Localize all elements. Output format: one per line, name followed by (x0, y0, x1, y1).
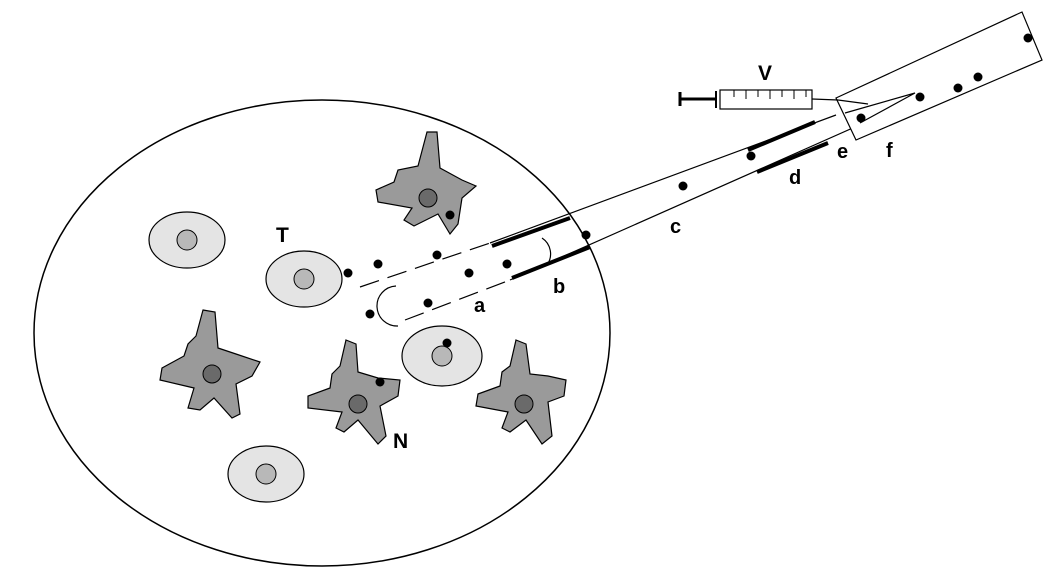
label-b: b (553, 276, 565, 298)
particle (343, 268, 353, 278)
particle (1023, 33, 1033, 43)
particle (445, 210, 455, 220)
particle (373, 259, 383, 269)
label-d: d (789, 167, 801, 189)
segment-d-upper (747, 120, 816, 152)
cell-t-2 (265, 250, 343, 308)
probe-dashed-lower (404, 279, 511, 321)
label-a: a (474, 295, 486, 317)
label-e: e (837, 141, 848, 163)
label-v: V (758, 62, 772, 85)
membrane-b-arc (541, 237, 552, 266)
particles (343, 33, 1033, 387)
particle (746, 151, 756, 161)
particle (973, 72, 983, 82)
cell-n-4 (475, 339, 567, 445)
probe-tip-arc (376, 285, 399, 327)
probe-dashed-upper (359, 242, 491, 288)
particle (442, 338, 452, 348)
cell-t-3 (401, 325, 483, 387)
cell-t-4 (227, 445, 305, 503)
particle (856, 113, 866, 123)
outlet-tube-inlet (844, 92, 916, 124)
particle (365, 309, 375, 319)
cell-n-1 (375, 131, 478, 236)
particle (432, 250, 442, 260)
membrane-b-lower (511, 245, 591, 280)
particle (678, 181, 688, 191)
particle (953, 83, 963, 93)
syringe-v (678, 89, 869, 110)
label-f: f (886, 140, 893, 162)
tissue-ellipse (33, 99, 611, 567)
particle (502, 259, 512, 269)
membrane-b-upper (491, 216, 571, 248)
label-n: N (393, 430, 408, 453)
particle (375, 377, 385, 387)
cell-t-1 (148, 211, 226, 269)
particle (915, 92, 925, 102)
particle (464, 268, 474, 278)
label-c: c (670, 216, 681, 238)
cell-n-2 (159, 309, 261, 419)
segment-d-lower (756, 141, 829, 174)
label-t: T (276, 224, 289, 247)
particle (581, 230, 591, 240)
particle (423, 298, 433, 308)
